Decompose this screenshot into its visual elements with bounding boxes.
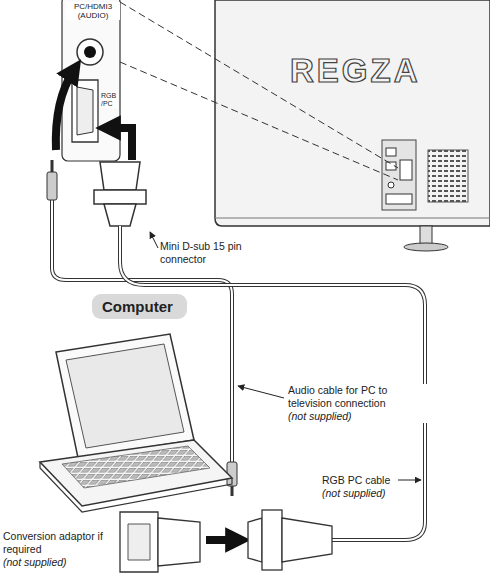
label-group: Audio cable for PC to television connect… xyxy=(288,384,428,423)
cable-label: (not supplied) xyxy=(288,410,428,423)
laptop xyxy=(40,334,232,512)
cable-label: Audio cable for PC to television connect… xyxy=(288,384,428,410)
port-label: RGB /PC xyxy=(101,92,118,108)
node-text: Computer xyxy=(102,298,173,315)
device-tag: Computer xyxy=(92,294,187,319)
adaptor-label: Conversion adaptor if required xyxy=(3,530,113,556)
cable-label: RGB PC cable xyxy=(322,474,398,487)
brand-logo: REGZA xyxy=(290,52,430,90)
label-group: Conversion adaptor if required(not suppl… xyxy=(3,530,113,569)
tv-back xyxy=(215,0,490,251)
connector-label: Mini D-sub 15 pin connector xyxy=(160,240,290,266)
cable-connector xyxy=(248,510,332,570)
port-label: PC/HDMI3 (AUDIO) xyxy=(66,2,120,20)
cable-label: (not supplied) xyxy=(322,487,398,500)
conversion-adaptor xyxy=(120,512,200,572)
vga-plug xyxy=(94,162,146,226)
label-group: RGB PC cable(not supplied) xyxy=(322,474,398,500)
adaptor-label: (not supplied) xyxy=(3,556,113,569)
